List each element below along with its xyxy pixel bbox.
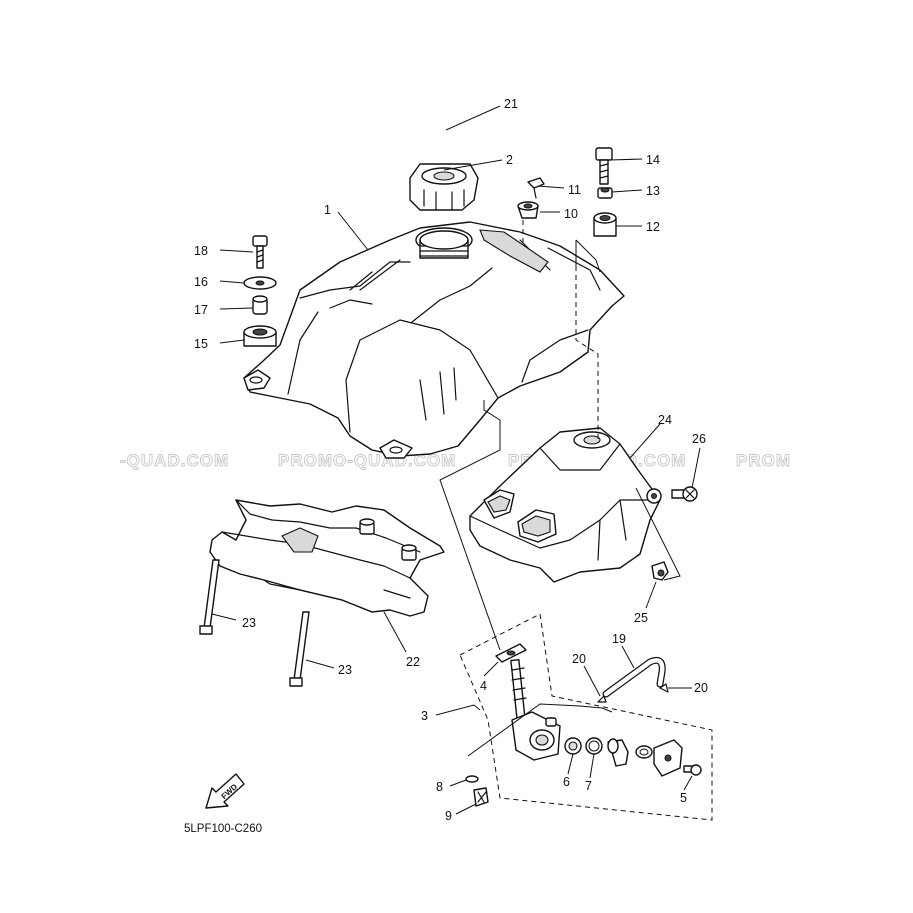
callout-15: 15	[194, 337, 208, 351]
left-mount-hardware	[243, 235, 277, 347]
cover-bolt	[646, 486, 698, 504]
callout-6: 6	[563, 775, 570, 789]
callout-4: 4	[480, 679, 487, 693]
diagram-code: 5LPF100-C260	[184, 823, 262, 835]
fuel-cock-small-parts	[564, 737, 702, 777]
callout-1: 1	[324, 203, 331, 217]
fwd-arrow-icon: FWD	[205, 773, 245, 809]
callout-2: 2	[506, 153, 513, 167]
callout-12: 12	[646, 220, 660, 234]
callout-labels: 1 2 3 4 5 6 7 8 9 10 11 12 13 14 15 16 1…	[194, 97, 708, 823]
breather-hose	[280, 107, 448, 183]
callout-21: 21	[504, 97, 518, 111]
callout-23-lower: 23	[338, 663, 352, 677]
skid-plate	[209, 499, 445, 617]
fuel-tank	[243, 221, 625, 459]
screw-and-grommet	[517, 177, 545, 244]
callout-17: 17	[194, 303, 208, 317]
callout-26: 26	[692, 432, 706, 446]
callout-14: 14	[646, 153, 660, 167]
callout-7: 7	[585, 779, 592, 793]
watermark-fragment-left: -QUAD.COM	[120, 451, 229, 470]
callout-5: 5	[680, 791, 687, 805]
watermark-fragment-right: PROM	[736, 451, 791, 470]
callout-3: 3	[421, 709, 428, 723]
callout-13: 13	[646, 184, 660, 198]
callout-22: 22	[406, 655, 420, 669]
cover-clip	[651, 561, 669, 581]
callout-19: 19	[612, 632, 626, 646]
callout-18: 18	[194, 244, 208, 258]
callout-10: 10	[564, 207, 578, 221]
fuel-cap	[409, 163, 479, 211]
callout-leaders	[211, 105, 701, 815]
callout-8: 8	[436, 780, 443, 794]
callout-16: 16	[194, 275, 208, 289]
lower-washer-bolt	[465, 775, 489, 807]
callout-25: 25	[634, 611, 648, 625]
assembly-lines	[439, 239, 681, 757]
watermark-row: -QUAD.COM PROMO-QUAD.COM PROMO-QUAD.COM …	[120, 451, 791, 471]
callout-11: 11	[568, 183, 581, 197]
right-mount-hardware	[593, 147, 617, 237]
fuel-hose	[597, 656, 669, 703]
straps	[199, 559, 310, 687]
callout-20-right: 20	[694, 681, 708, 695]
callout-24: 24	[658, 413, 672, 427]
tank-lower-cover	[469, 427, 661, 583]
fuel-cock	[495, 643, 561, 761]
callout-20-upper: 20	[572, 652, 586, 666]
fuel-cock-group-outline	[459, 613, 713, 821]
callout-9: 9	[445, 809, 452, 823]
callout-23-upper: 23	[242, 616, 256, 630]
